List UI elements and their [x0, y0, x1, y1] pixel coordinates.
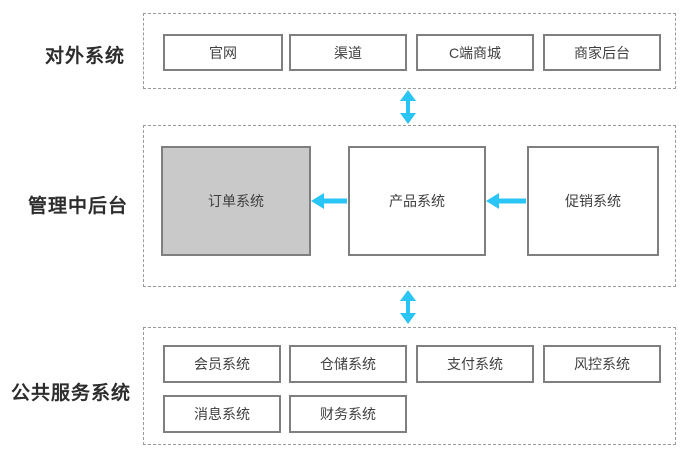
section-label-management-midback: 管理中后台	[28, 196, 129, 217]
management-midback-group: 订单系统 产品系统 促销系统	[143, 125, 676, 287]
box-payment-system-label: 支付系统	[447, 356, 503, 372]
box-message-system: 消息系统	[163, 395, 281, 433]
box-risk-control-system-label: 风控系统	[574, 356, 630, 372]
box-product-system: 产品系统	[348, 146, 486, 256]
box-message-system-label: 消息系统	[194, 406, 250, 422]
box-warehouse-system: 仓储系统	[289, 345, 407, 383]
box-product-system-label: 产品系统	[389, 193, 445, 209]
box-c-mall-label: C端商城	[448, 44, 502, 61]
box-order-system: 订单系统	[161, 146, 311, 256]
box-c-mall: C端商城	[416, 34, 534, 71]
box-member-system: 会员系统	[163, 345, 281, 383]
box-finance-system: 财务系统	[289, 395, 407, 433]
box-member-system-label: 会员系统	[194, 356, 250, 372]
box-official-website-label: 官网	[209, 44, 237, 61]
box-finance-system-label: 财务系统	[320, 406, 376, 422]
left-arrow-icon	[311, 192, 347, 210]
box-payment-system: 支付系统	[416, 345, 534, 383]
box-channel-label: 渠道	[334, 44, 362, 61]
external-systems-group: 官网 渠道 C端商城 商家后台	[143, 13, 676, 89]
bidirectional-arrow-icon	[399, 90, 417, 124]
box-order-system-label: 订单系统	[208, 193, 264, 209]
box-promotion-system: 促销系统	[527, 146, 659, 256]
section-label-external-systems: 对外系统	[45, 46, 126, 67]
box-official-website: 官网	[163, 34, 283, 71]
section-label-public-services: 公共服务系统	[11, 383, 132, 404]
box-promotion-system-label: 促销系统	[565, 193, 621, 209]
box-merchant-admin: 商家后台	[543, 34, 661, 71]
box-merchant-admin-label: 商家后台	[574, 44, 630, 61]
box-risk-control-system: 风控系统	[543, 345, 661, 383]
box-warehouse-system-label: 仓储系统	[320, 356, 376, 372]
left-arrow-icon	[486, 192, 526, 210]
public-services-group: 会员系统 仓储系统 支付系统 风控系统 消息系统 财务系统	[143, 327, 676, 445]
bidirectional-arrow-icon	[399, 290, 417, 324]
box-channel: 渠道	[289, 34, 407, 71]
